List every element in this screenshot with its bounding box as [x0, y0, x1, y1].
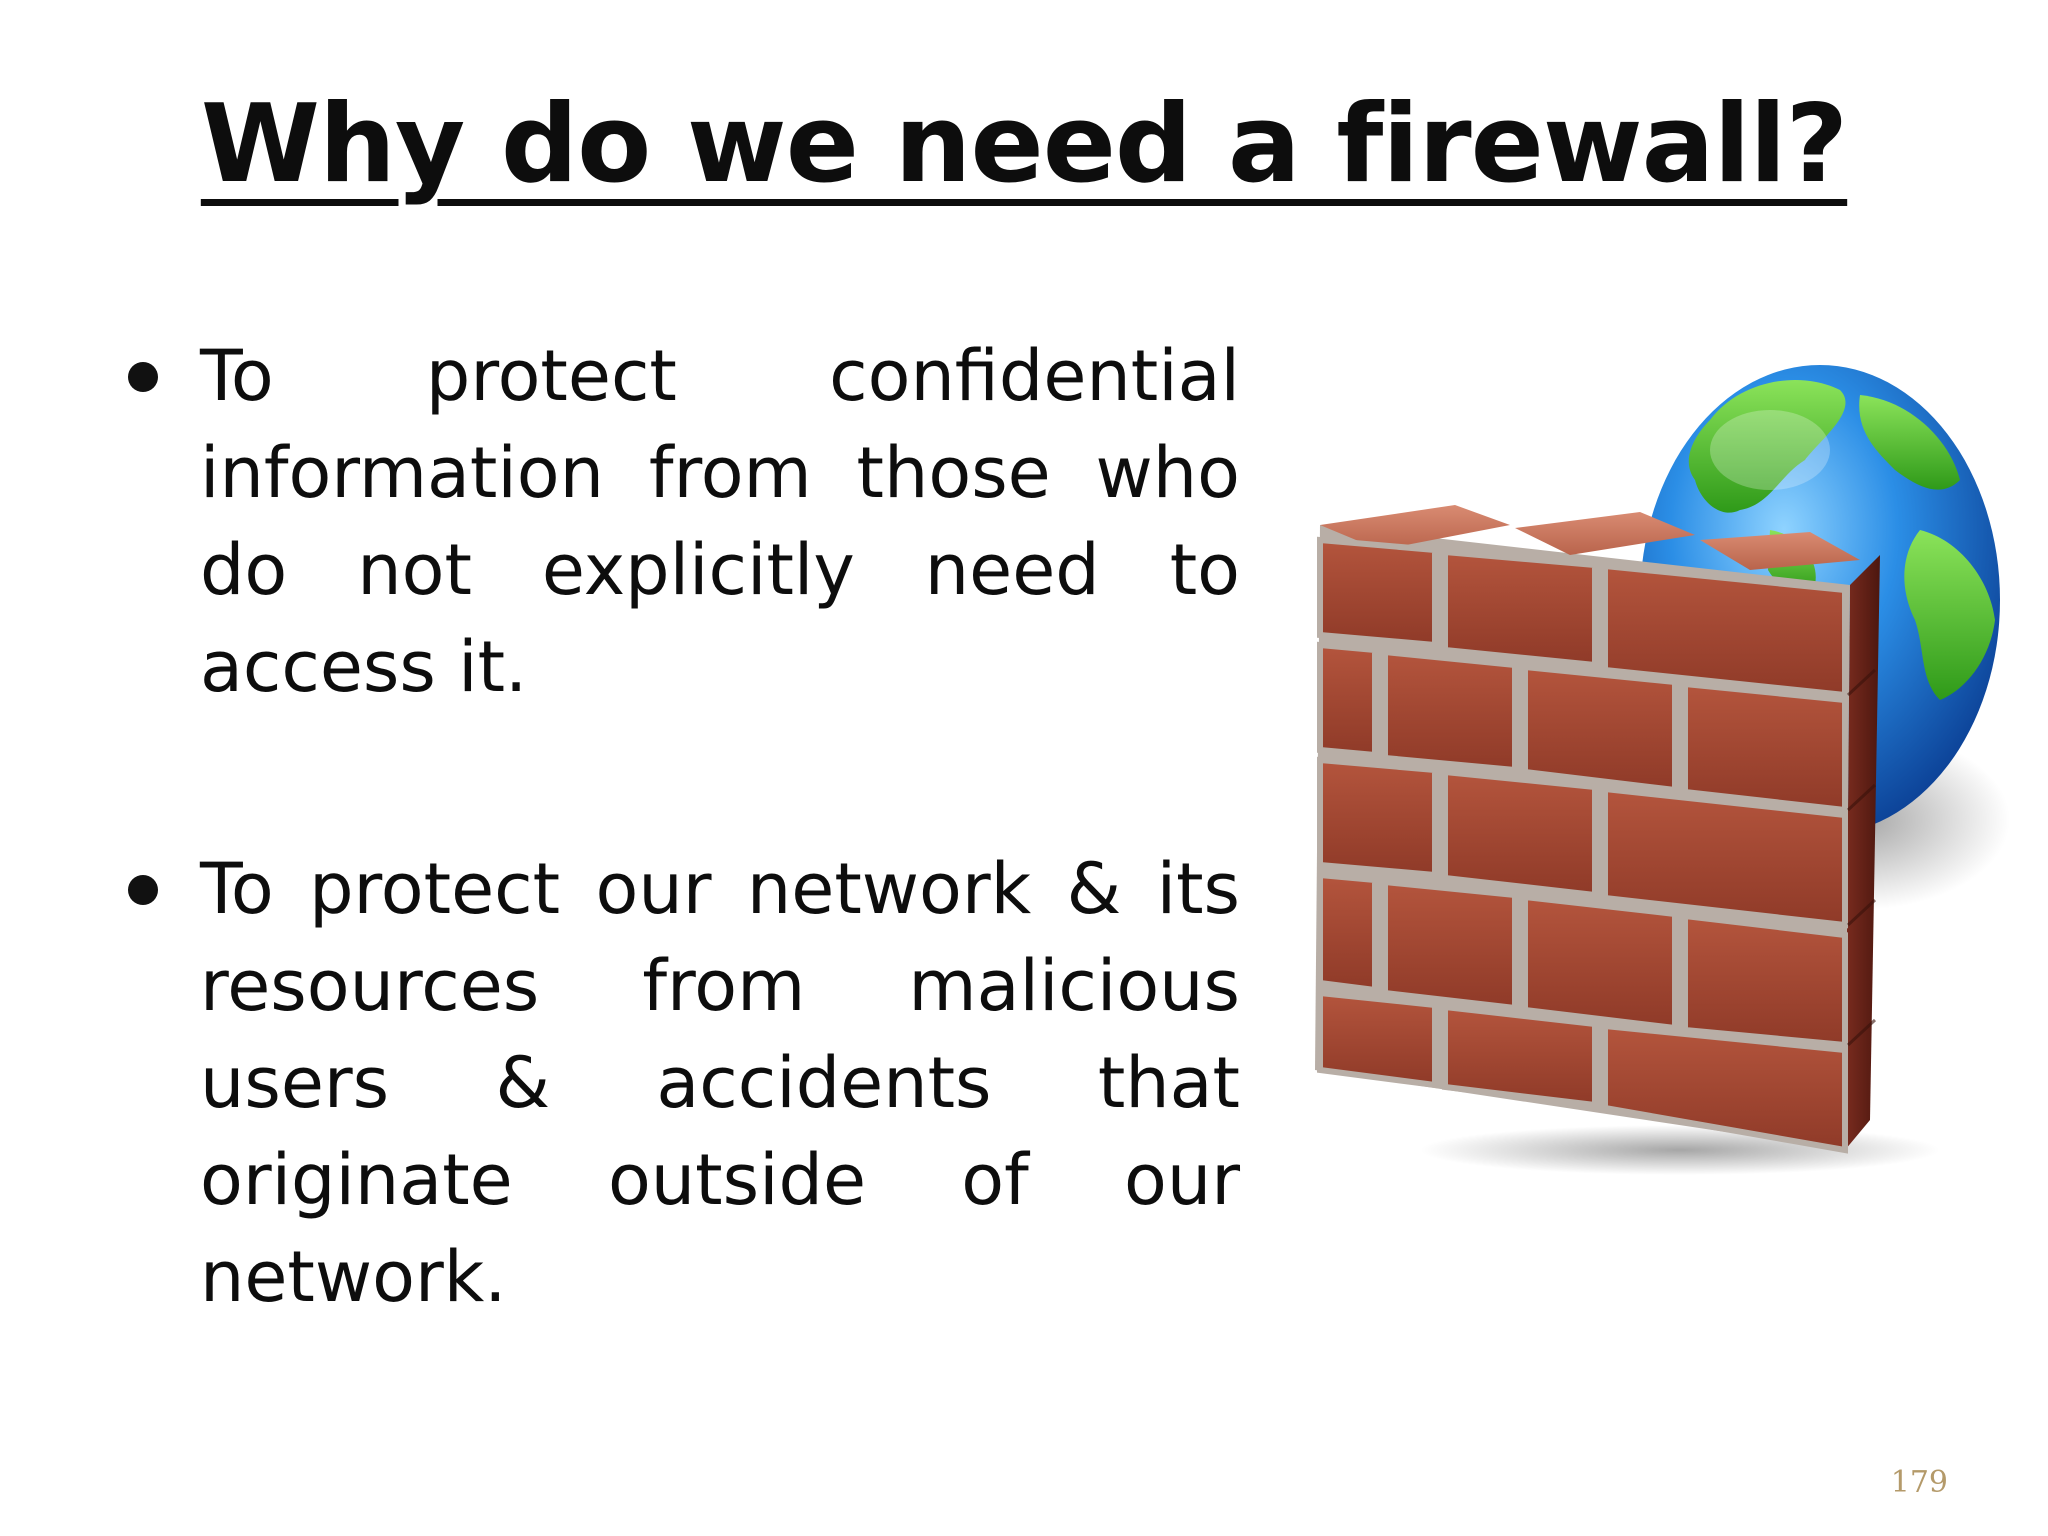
slide-title: Why do we need a firewall?: [0, 80, 2048, 210]
page-number: 179: [1890, 1465, 1948, 1500]
bullet-item: To protect our network & its resources f…: [120, 841, 1240, 1326]
wall-top: [1320, 505, 1860, 570]
bullet-list: To protect confidential information from…: [120, 328, 1240, 1326]
bullet-dot-icon: [128, 362, 158, 392]
firewall-globe-illustration: [1315, 365, 2010, 1175]
slide-title-text: Why do we need a firewall?: [200, 82, 1848, 207]
bullet-text: To protect confidential information from…: [200, 335, 1240, 708]
bullet-text: To protect our network & its resources f…: [200, 848, 1240, 1318]
firewall-globe-icon: [1300, 300, 2020, 1180]
bullet-dot-icon: [128, 875, 158, 905]
wall-bricks: [1317, 536, 1848, 1154]
bullet-item: To protect confidential information from…: [120, 328, 1240, 716]
